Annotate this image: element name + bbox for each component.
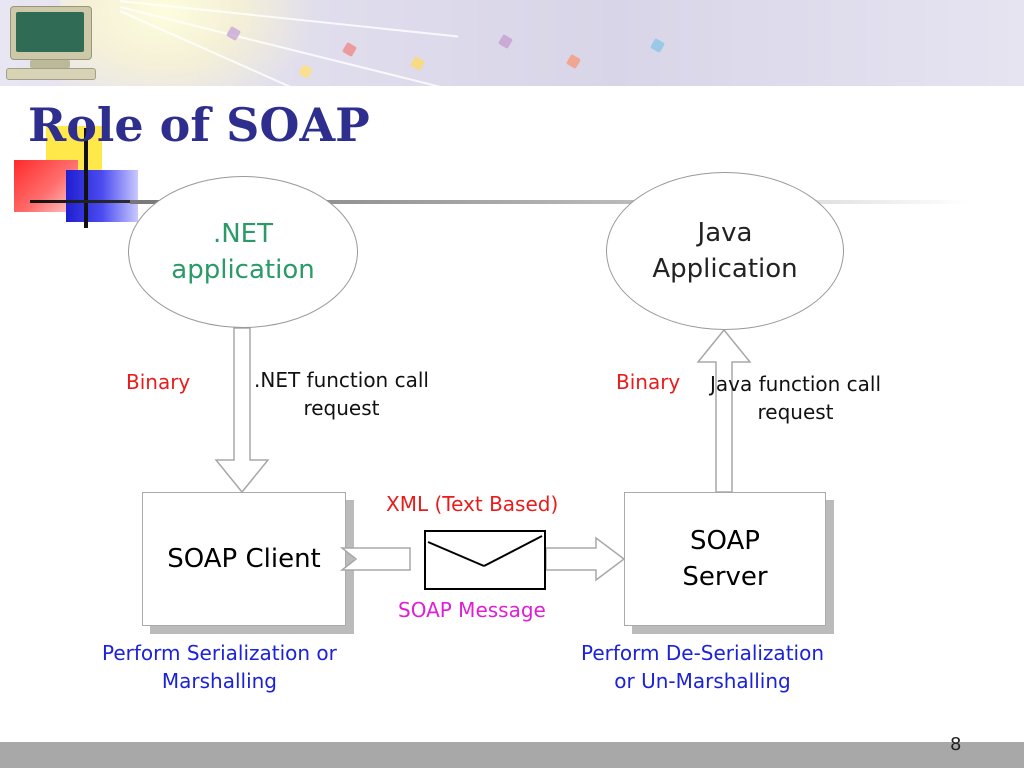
up-arrow bbox=[696, 328, 752, 493]
down-arrow bbox=[214, 327, 270, 494]
title-rule bbox=[130, 200, 970, 204]
java-application-line2: Application bbox=[652, 254, 798, 284]
net-call-line1: .NET function call bbox=[254, 368, 429, 392]
soap-message-label: SOAP Message bbox=[398, 598, 546, 622]
soap-client-node: SOAP Client bbox=[142, 492, 346, 626]
page-number: 8 bbox=[950, 734, 962, 755]
deserialization-line2: or Un-Marshalling bbox=[614, 669, 791, 693]
deserialization-caption: Perform De-Serialization or Un-Marshalli… bbox=[581, 639, 824, 695]
binary-label-right: Binary bbox=[616, 370, 681, 394]
slide-title: Role of SOAP bbox=[28, 98, 370, 152]
net-call-line2: request bbox=[303, 396, 380, 420]
net-application-line1: .NET bbox=[212, 219, 273, 249]
soap-server-line1: SOAP bbox=[690, 526, 760, 556]
computer-icon bbox=[6, 6, 96, 80]
binary-label-left: Binary bbox=[126, 370, 191, 394]
decor-blue-square bbox=[66, 170, 138, 222]
right-arrow bbox=[545, 536, 626, 582]
java-call-line1: Java function call bbox=[710, 372, 882, 396]
soap-server-line2: Server bbox=[682, 562, 768, 592]
serialization-line2: Marshalling bbox=[161, 669, 278, 693]
header-banner bbox=[0, 0, 1024, 86]
java-function-call-label: Java function call request bbox=[710, 370, 881, 426]
soap-server-node: SOAP Server bbox=[624, 492, 826, 626]
net-application-node: .NET application bbox=[128, 176, 358, 328]
java-application-node: Java Application bbox=[606, 172, 844, 330]
net-function-call-label: .NET function call request bbox=[254, 366, 429, 422]
java-call-line2: request bbox=[757, 400, 834, 424]
soap-client-label: SOAP Client bbox=[167, 544, 321, 574]
java-application-line1: Java bbox=[697, 218, 753, 248]
envelope-icon bbox=[424, 530, 546, 590]
serialization-line1: Perform Serialization or bbox=[102, 641, 337, 665]
serialization-caption: Perform Serialization or Marshalling bbox=[102, 639, 337, 695]
decor-vertical-line bbox=[84, 128, 88, 228]
left-chevron-arrow bbox=[339, 547, 411, 571]
footer-bar bbox=[0, 742, 1024, 768]
deserialization-line1: Perform De-Serialization bbox=[581, 641, 824, 665]
xml-text-based-label: XML (Text Based) bbox=[386, 492, 559, 516]
net-application-line2: application bbox=[171, 255, 315, 285]
